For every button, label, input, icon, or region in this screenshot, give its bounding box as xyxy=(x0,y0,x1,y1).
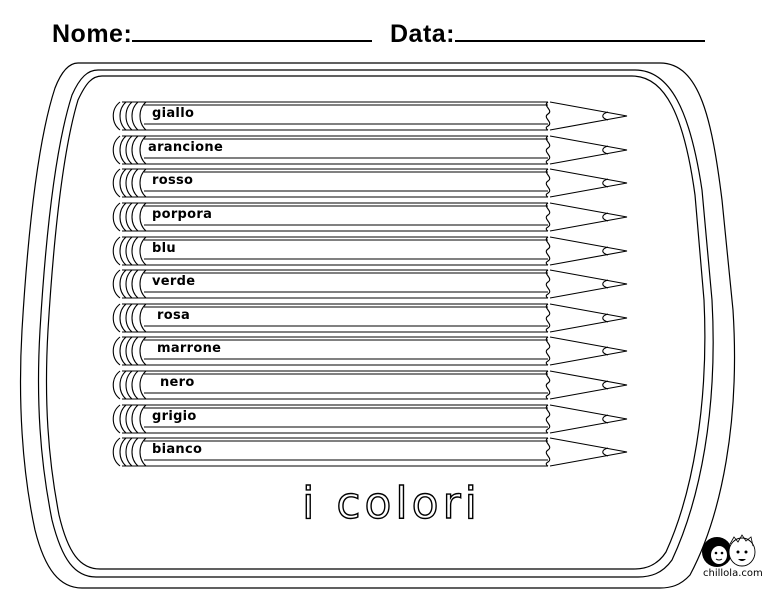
pencil-label: porpora xyxy=(152,207,213,222)
pencil-label: arancione xyxy=(148,140,224,155)
pencil-label: blu xyxy=(152,241,176,256)
pencil-icon xyxy=(112,370,628,400)
pencil-label: verde xyxy=(152,274,196,289)
date-label: Data: xyxy=(390,20,456,48)
page-title: i colori xyxy=(301,477,481,529)
pencil-label: marrone xyxy=(157,341,222,356)
pencil-icon xyxy=(112,101,628,131)
pencil-label: nero xyxy=(160,375,195,390)
pencil-giallo: giallo xyxy=(108,101,630,131)
pencil-rosa: rosa xyxy=(108,303,630,333)
name-label: Nome: xyxy=(52,20,133,48)
name-field[interactable]: Nome: xyxy=(52,18,373,49)
pencil-arancione: arancione xyxy=(108,135,630,165)
pencil-icon xyxy=(112,404,628,434)
name-line[interactable] xyxy=(132,18,373,42)
pencil-label: grigio xyxy=(152,409,197,424)
chillola-logo-icon xyxy=(702,534,756,567)
pencil-blu: blu xyxy=(108,236,630,266)
pencil-icon xyxy=(112,236,628,266)
pencil-marrone: marrone xyxy=(108,336,630,366)
pencil-bianco: bianco xyxy=(108,437,630,467)
pencil-rosso: rosso xyxy=(108,168,630,198)
pencil-icon xyxy=(112,269,628,299)
pencil-porpora: porpora xyxy=(108,202,630,232)
pencil-label: bianco xyxy=(152,442,203,457)
pencil-label: rosa xyxy=(157,308,191,323)
logo-text: chillola.com xyxy=(703,568,763,579)
pencil-label: rosso xyxy=(152,173,194,188)
pencil-nero: nero xyxy=(108,370,630,400)
pencil-label: giallo xyxy=(152,106,195,121)
pencil-icon xyxy=(112,202,628,232)
pencil-icon xyxy=(112,303,628,333)
pencil-icon xyxy=(112,437,628,467)
pencil-grigio: grigio xyxy=(108,404,630,434)
pencil-icon xyxy=(112,168,628,198)
pencil-icon xyxy=(112,336,628,366)
pencil-verde: verde xyxy=(108,269,630,299)
pencil-icon xyxy=(112,135,628,165)
date-line[interactable] xyxy=(455,18,706,42)
date-field[interactable]: Data: xyxy=(390,18,706,49)
